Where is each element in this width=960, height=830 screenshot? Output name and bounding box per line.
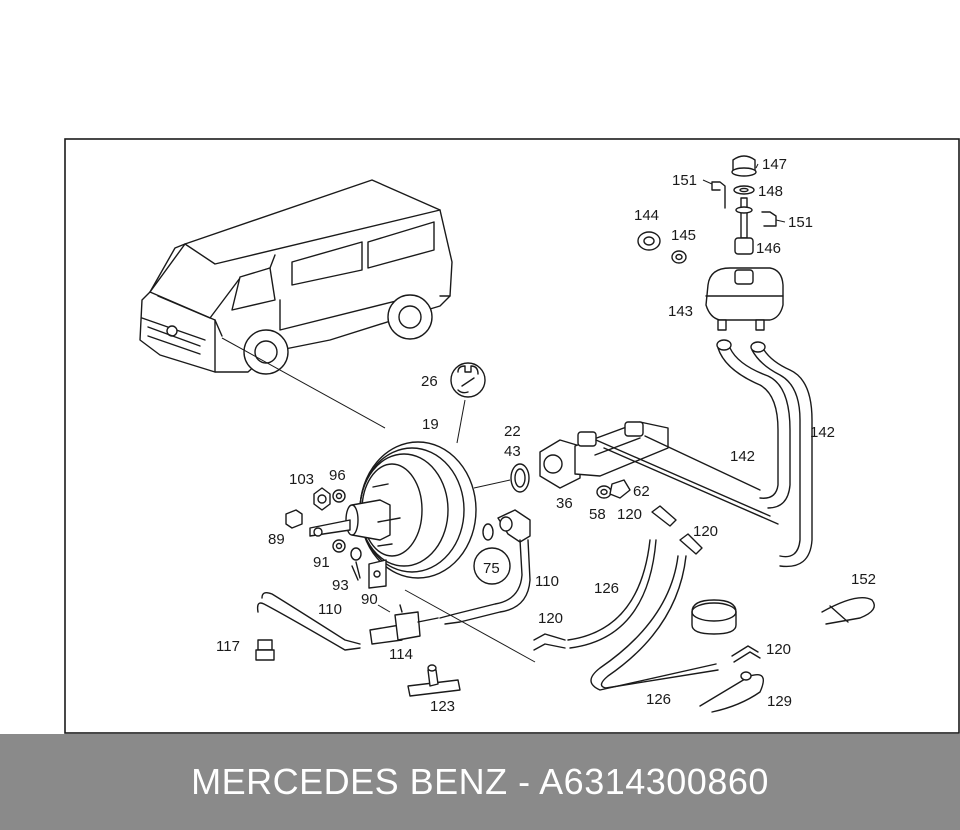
label-152: 152 bbox=[851, 571, 876, 588]
label-120-b: 120 bbox=[693, 523, 718, 540]
label-89: 89 bbox=[268, 531, 285, 548]
tee-fitting-123 bbox=[407, 664, 461, 697]
label-145: 145 bbox=[671, 227, 696, 244]
reservoir-hoses bbox=[716, 339, 813, 568]
vacuum-hose-left bbox=[255, 591, 361, 661]
label-75: 75 bbox=[483, 560, 500, 577]
label-120-d: 120 bbox=[766, 641, 791, 658]
vacuum-check-valve bbox=[473, 509, 531, 585]
label-120-a: 120 bbox=[617, 506, 642, 523]
label-142-mid: 142 bbox=[730, 448, 755, 465]
label-123: 123 bbox=[430, 698, 455, 715]
label-26: 26 bbox=[421, 373, 438, 390]
label-91: 91 bbox=[313, 554, 330, 571]
clamps-and-cap bbox=[691, 597, 875, 713]
label-148: 148 bbox=[758, 183, 783, 200]
label-147: 147 bbox=[762, 156, 787, 173]
label-142-right: 142 bbox=[810, 424, 835, 441]
label-43: 43 bbox=[504, 443, 521, 460]
brake-fluid-reservoir bbox=[705, 267, 784, 331]
o-ring-seal bbox=[510, 463, 530, 493]
label-93: 93 bbox=[332, 577, 349, 594]
van-leader bbox=[221, 337, 386, 429]
label-62: 62 bbox=[633, 483, 650, 500]
reservoir-cap-assembly bbox=[637, 155, 777, 264]
vacuum-hose-110 bbox=[439, 539, 523, 619]
label-117: 117 bbox=[216, 638, 240, 655]
caption-bar: MERCEDES BENZ - A6314300860 bbox=[0, 734, 960, 830]
label-151-top: 151 bbox=[672, 172, 697, 189]
booster-fasteners bbox=[285, 487, 387, 589]
label-146: 146 bbox=[756, 240, 781, 257]
brake-booster bbox=[309, 441, 477, 579]
van-drawing bbox=[139, 179, 453, 375]
label-110-left: 110 bbox=[318, 601, 342, 618]
label-58: 58 bbox=[589, 506, 606, 523]
connector-114 bbox=[369, 604, 439, 645]
label-120-c: 120 bbox=[538, 610, 563, 627]
label-96: 96 bbox=[329, 467, 346, 484]
label-90: 90 bbox=[361, 591, 378, 608]
label-129: 129 bbox=[767, 693, 792, 710]
label-126-lower: 126 bbox=[646, 691, 671, 708]
vacuum-lines-126 bbox=[533, 505, 719, 691]
label-19: 19 bbox=[422, 416, 439, 433]
part-number-caption: MERCEDES BENZ - A6314300860 bbox=[191, 761, 769, 802]
label-143: 143 bbox=[668, 303, 693, 320]
label-103: 103 bbox=[289, 471, 314, 488]
label-leaders bbox=[702, 163, 786, 223]
label-144: 144 bbox=[634, 207, 659, 224]
part-labels: 147 151 148 151 144 145 146 143 26 19 22… bbox=[216, 156, 876, 715]
label-110-right: 110 bbox=[535, 573, 559, 590]
label-151-right: 151 bbox=[788, 214, 813, 231]
label-126-upper: 126 bbox=[594, 580, 619, 597]
label-22: 22 bbox=[504, 423, 521, 440]
label-36: 36 bbox=[556, 495, 573, 512]
wrench-icon bbox=[450, 362, 486, 398]
master-cylinder bbox=[539, 421, 779, 525]
label-114: 114 bbox=[389, 646, 413, 663]
